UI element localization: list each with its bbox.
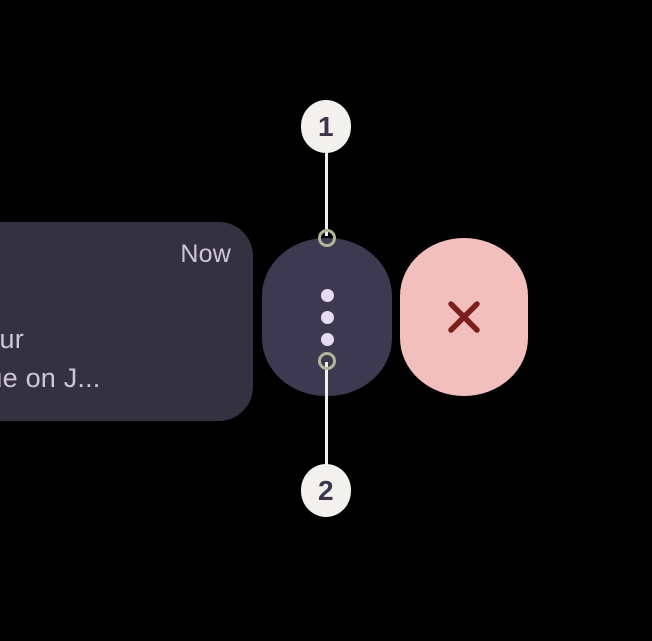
step-2-anchor-marker (318, 352, 336, 370)
step-badge-2: 2 (301, 464, 351, 517)
dot-1 (320, 288, 334, 302)
dot-2 (320, 310, 334, 324)
notification-body-line-1: der: Your (0, 324, 24, 354)
dot-3 (320, 332, 334, 346)
step-badge-1: 1 (301, 100, 351, 153)
step-2-connector-line (325, 362, 328, 468)
step-1-anchor-marker (318, 229, 336, 247)
notification-card[interactable]: Now bank der: Your nt is due on J... (0, 222, 253, 421)
notification-body-line-2: nt is due on J... (0, 363, 101, 393)
notification-timestamp: Now (180, 240, 231, 268)
close-x-icon (448, 301, 480, 333)
notification-body: der: Your nt is due on J... (0, 320, 101, 398)
step-1-connector-line (325, 150, 328, 236)
three-dots-vertical-icon (320, 288, 334, 346)
close-button[interactable] (400, 238, 528, 396)
